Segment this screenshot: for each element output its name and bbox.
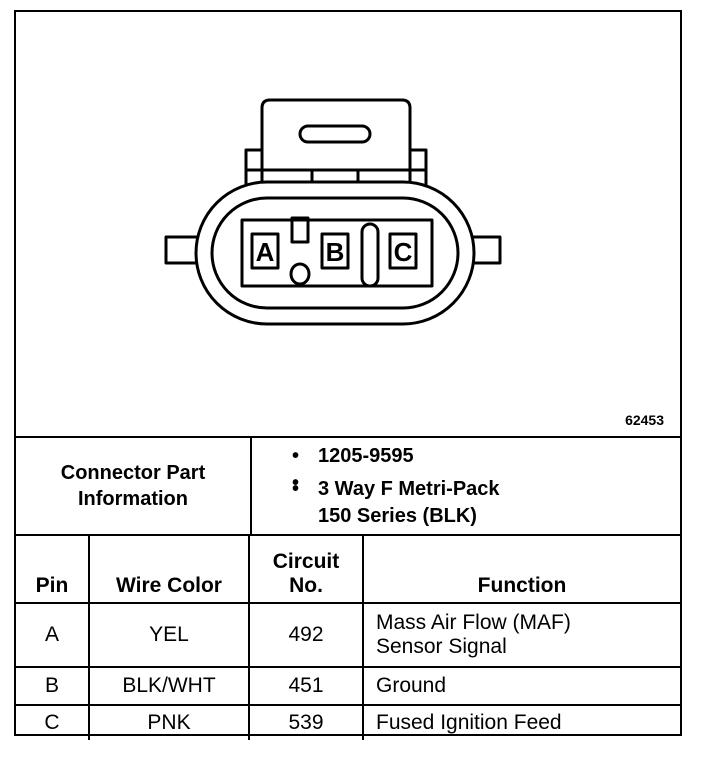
header-wire-color: Wire Color — [89, 534, 250, 603]
pin-b-letter: B — [326, 237, 345, 267]
part-info-label-line2: Information — [78, 488, 188, 510]
key-slot — [290, 216, 310, 244]
connector-face-view: A B C — [164, 98, 502, 326]
cell-wire-color: YEL — [89, 602, 250, 667]
tab-shoulder-left — [244, 148, 262, 188]
header-pin: Pin — [16, 534, 90, 603]
housing-outer — [194, 180, 476, 326]
tab-shoulder-right — [410, 148, 428, 188]
figure-number: 62453 — [625, 412, 664, 428]
cell-function: Ground — [363, 666, 680, 705]
table-row: A YEL 492 Mass Air Flow (MAF) Sensor Sig… — [16, 602, 680, 667]
part-info-label-line1: Connector Part — [60, 462, 206, 484]
ear-left — [164, 235, 200, 265]
header-function: Function — [363, 534, 680, 603]
connector-drawing: A B C — [16, 12, 680, 436]
cell-pin: C — [16, 704, 90, 740]
cell-function: Mass Air Flow (MAF) Sensor Signal — [363, 602, 680, 667]
header-circuit-no: Circuit No. — [249, 534, 364, 603]
pin-a-letter: A — [256, 237, 275, 267]
cell-wire-color: BLK/WHT — [89, 666, 250, 705]
connector-part-info-table: Connector Part Information 1205-9595 3 W… — [16, 436, 680, 534]
table-row: B BLK/WHT 451 Ground — [16, 666, 680, 705]
pin-c-letter: C — [394, 237, 413, 267]
cell-circuit: 539 — [249, 704, 364, 740]
diagram-frame: A B C 62453 Connector Part Information 1… — [14, 10, 682, 740]
cell-circuit: 451 — [249, 666, 364, 705]
pin-table-header: Pin Wire Color Circuit No. Function — [16, 534, 680, 603]
cell-pin: B — [16, 666, 90, 705]
cell-pin: A — [16, 602, 90, 667]
cell-circuit: 492 — [249, 602, 364, 667]
table-row: C PNK 539 Fused Ignition Feed — [16, 704, 680, 740]
part-info-values: 1205-9595 3 Way F Metri-Pack 150 Series … — [251, 436, 680, 534]
key-post — [289, 262, 311, 286]
connector-type: 3 Way F Metri-Pack 150 Series (BLK) — [292, 476, 680, 530]
pin-b-box — [320, 232, 350, 270]
housing-inner — [210, 196, 460, 310]
part-info-label: Connector Part Information — [16, 436, 252, 534]
pin-c-box — [388, 232, 418, 270]
part-number: 1205-9595 — [292, 443, 680, 470]
cell-wire-color: PNK — [89, 704, 250, 740]
tab-slot — [298, 124, 372, 144]
pin-a-box — [250, 232, 280, 270]
locking-tab — [260, 98, 412, 188]
cell-function: Fused Ignition Feed — [363, 704, 680, 740]
pin-table: Pin Wire Color Circuit No. Function A YE… — [16, 534, 680, 740]
key-rib — [360, 222, 380, 288]
pin-cavity — [240, 218, 434, 288]
